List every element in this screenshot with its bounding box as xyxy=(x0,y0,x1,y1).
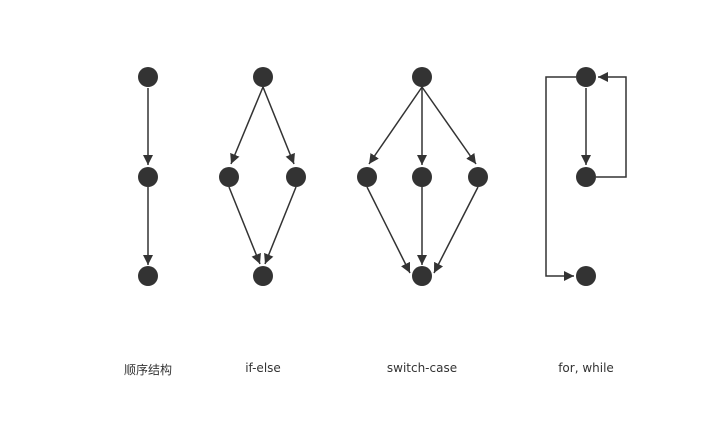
loop-label: for, while xyxy=(558,361,614,375)
node xyxy=(286,167,306,187)
node xyxy=(576,67,596,87)
loop-exit-edge xyxy=(545,76,576,281)
loop-back-edge xyxy=(596,72,627,178)
node xyxy=(253,67,273,87)
edge xyxy=(366,186,411,274)
node xyxy=(576,266,596,286)
node xyxy=(412,266,432,286)
node xyxy=(138,167,158,187)
sequence-label: 顺序结构 xyxy=(123,363,172,377)
node xyxy=(412,67,432,87)
node xyxy=(468,167,488,187)
switch-case-label: switch-case xyxy=(386,361,458,375)
loop-diagram xyxy=(545,67,627,286)
node xyxy=(412,167,432,187)
node xyxy=(219,167,239,187)
switch-case-diagram xyxy=(357,67,488,286)
edge xyxy=(230,86,264,165)
node xyxy=(138,67,158,87)
edge xyxy=(264,186,297,265)
node xyxy=(138,266,158,286)
edge xyxy=(421,86,477,165)
edge xyxy=(262,86,295,165)
if-else-diagram xyxy=(219,67,306,286)
edge xyxy=(433,186,479,274)
node xyxy=(253,266,273,286)
node xyxy=(576,167,596,187)
sequence-diagram xyxy=(138,67,158,286)
edge xyxy=(228,186,261,265)
node xyxy=(357,167,377,187)
edge xyxy=(368,86,423,165)
if-else-label: if-else xyxy=(245,361,281,375)
